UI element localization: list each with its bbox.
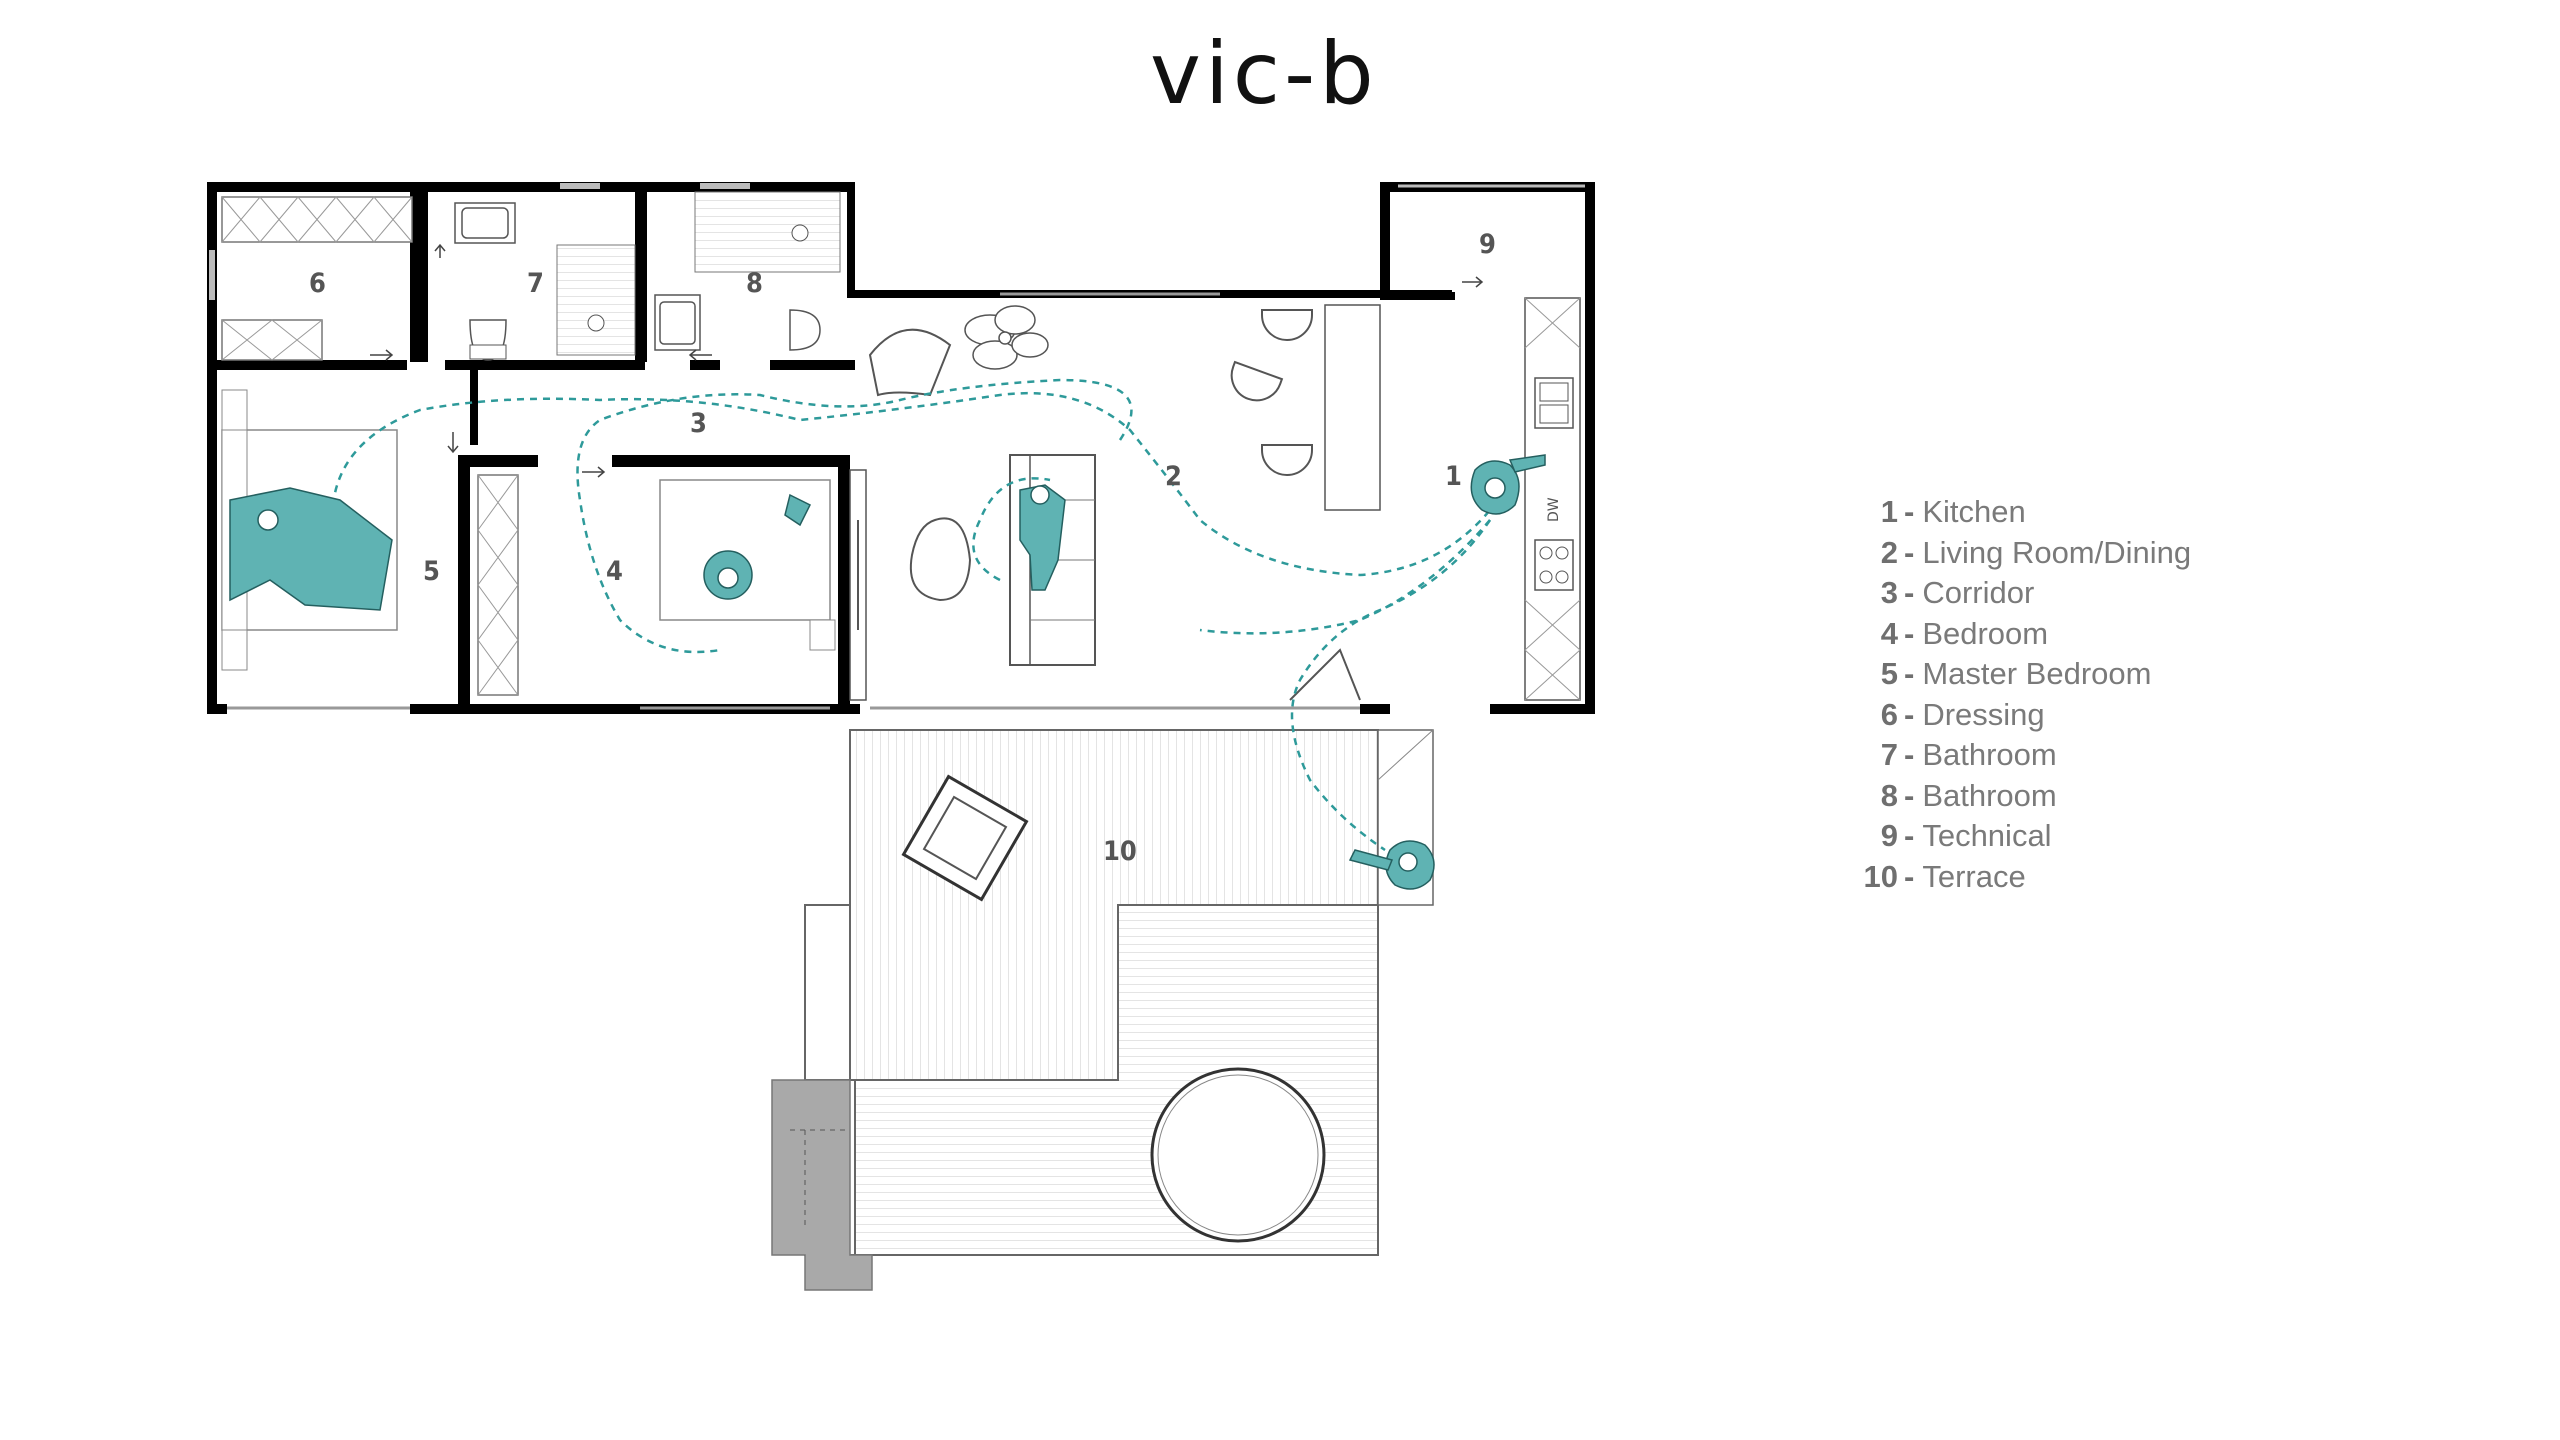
legend-item: 5-Master Bedroom <box>1840 654 2191 695</box>
walk-paths <box>331 378 1492 852</box>
wall-left-outer <box>207 182 217 714</box>
legend-number: 4 <box>1880 615 1898 651</box>
terrace-round-table <box>1150 1067 1326 1243</box>
room-number-9: 9 <box>1479 229 1496 260</box>
logo-text: vic-b <box>1150 24 1378 124</box>
brand-logo: vic-b <box>1150 24 1378 124</box>
legend-label: Kitchen <box>1922 494 2026 529</box>
legend-number: 8 <box>1880 777 1898 813</box>
legend-label: Bathroom <box>1922 777 2057 813</box>
legend-label: Dressing <box>1922 696 2045 732</box>
legend-label: Technical <box>1922 818 2052 853</box>
legend-item: 6-Dressing <box>1840 695 2191 736</box>
legend-item: 10-Terrace <box>1840 857 2191 898</box>
legend-item: 8-Bathroom <box>1840 776 2191 817</box>
room-number-10: 10 <box>1103 836 1137 867</box>
room-number-7: 7 <box>527 268 544 299</box>
terrace <box>771 729 1434 1291</box>
plant-icon <box>964 305 1049 370</box>
door-arrows <box>370 243 1484 478</box>
legend-number: 5 <box>1880 656 1898 691</box>
legend-number: 10 <box>1863 858 1898 894</box>
legend-label: Master Bedroom <box>1922 656 2152 691</box>
legend-item: 3-Corridor <box>1840 573 2191 614</box>
legend-number: 7 <box>1880 737 1898 772</box>
room-legend: 1-Kitchen 2-Living Room/Dining 3-Corrido… <box>1840 492 2192 898</box>
person-sofa-icon <box>1019 484 1066 591</box>
room-number-5: 5 <box>423 556 440 587</box>
legend-label: Living Room/Dining <box>1922 534 2192 570</box>
legend-item: 4-Bedroom <box>1840 614 2191 655</box>
legend-number: 2 <box>1880 534 1898 570</box>
legend-item: 7-Bathroom <box>1840 735 2191 776</box>
room-number-4: 4 <box>606 556 623 587</box>
legend-number: 3 <box>1880 575 1898 610</box>
legend-number: 1 <box>1880 494 1898 529</box>
room-number-1: 1 <box>1445 461 1462 492</box>
room-number-8: 8 <box>746 268 763 299</box>
legend-item: 1-Kitchen <box>1840 492 2191 533</box>
legend-label: Terrace <box>1922 858 2026 894</box>
dishwasher-label: DW <box>1546 497 1562 522</box>
terrace-bench <box>804 904 851 1081</box>
legend-item: 2-Living Room/Dining <box>1840 533 2191 574</box>
legend-label: Corridor <box>1922 575 2035 610</box>
legend-label: Bathroom <box>1922 737 2057 772</box>
legend-label: Bedroom <box>1922 615 2049 651</box>
pavement <box>771 1079 873 1291</box>
legend-item: 9-Technical <box>1840 816 2191 857</box>
room-number-6: 6 <box>309 268 326 299</box>
room-number-2: 2 <box>1165 461 1182 492</box>
legend-number: 9 <box>1880 818 1898 853</box>
house: DW <box>207 182 1595 714</box>
terrace-armchair <box>901 774 1029 902</box>
legend-number: 6 <box>1880 696 1898 732</box>
people-figures <box>229 454 1546 890</box>
room-number-3: 3 <box>690 408 707 439</box>
